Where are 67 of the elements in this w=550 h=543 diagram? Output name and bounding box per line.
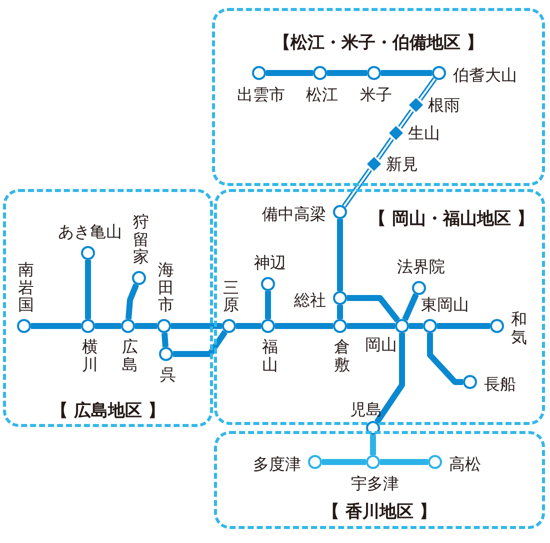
rail-line (381, 70, 432, 76)
rail-line (265, 291, 271, 319)
rail-line (380, 459, 428, 465)
station-name: 神辺 (254, 252, 286, 272)
station-name: 多度津 (253, 454, 301, 474)
rail-line (173, 330, 228, 357)
rail-line (85, 260, 91, 319)
rail-line (126, 283, 140, 320)
station-name: 南岩国 (18, 261, 34, 314)
station-name: 米子 (360, 85, 392, 104)
station-name: 伯耆大山 (453, 65, 517, 85)
station-name: 岡山 (365, 335, 397, 354)
station-name: 児島 (350, 400, 382, 419)
region-heading: 【 岡山・福山地区 】 (369, 208, 534, 231)
rail-line (327, 70, 367, 76)
rail-line (162, 332, 168, 348)
rail-line (347, 323, 395, 329)
station-name: 横川 (82, 338, 98, 374)
station-name: 福山 (262, 338, 278, 374)
station-name: 松江 (306, 85, 338, 104)
station-name: 備中高梁 (262, 204, 326, 224)
rail-line (374, 333, 405, 424)
station-name: 総社 (294, 290, 326, 310)
rail-line (427, 333, 463, 385)
station-name: 狩留家 (133, 213, 149, 266)
station-name: 出雲市 (237, 85, 285, 104)
region-frame (3, 189, 213, 427)
station-name: 和気 (511, 310, 527, 346)
rail-line (347, 295, 400, 322)
station-name: 東岡山 (421, 294, 469, 314)
rail-line (337, 305, 343, 319)
rail-line (135, 323, 157, 329)
station-name: 新見 (386, 154, 418, 174)
station-name: 生山 (408, 123, 440, 143)
station-name: 海田市 (158, 261, 174, 314)
region-frame (214, 189, 545, 425)
station-name: 長船 (484, 374, 516, 394)
station-name: 高松 (449, 454, 481, 474)
rail-line (409, 323, 423, 329)
station-name: 根雨 (428, 95, 460, 115)
rail-line (31, 323, 81, 329)
station-name: あき亀山 (58, 222, 122, 241)
rail-line (370, 435, 376, 455)
double-rail-line (418, 77, 437, 101)
station-name: 呉 (160, 366, 176, 384)
double-rail-line (376, 137, 394, 160)
double-rail-line (398, 109, 414, 129)
rail-line (236, 323, 261, 329)
rail-line (95, 323, 121, 329)
rail-line (171, 323, 222, 329)
station-name: 倉敷 (334, 338, 350, 374)
double-rail-line (342, 168, 372, 208)
rail-line (402, 293, 419, 321)
region-frame (214, 431, 545, 529)
rail-line (322, 459, 366, 465)
region-heading: 【 広島地区 】 (50, 400, 166, 423)
station-name: 広島 (122, 338, 138, 374)
rail-line (337, 219, 343, 291)
rail-line (437, 323, 490, 329)
station-name: 法界院 (397, 256, 445, 276)
station-name: 宇多津 (351, 474, 399, 494)
rail-line (266, 70, 313, 76)
station-name: 三原 (223, 278, 239, 314)
region-heading: 【 香川地区 】 (322, 501, 438, 524)
region-frame (212, 8, 545, 186)
rail-line (275, 323, 333, 329)
region-heading: 【松江・米子・伯備地区 】 (272, 32, 484, 55)
